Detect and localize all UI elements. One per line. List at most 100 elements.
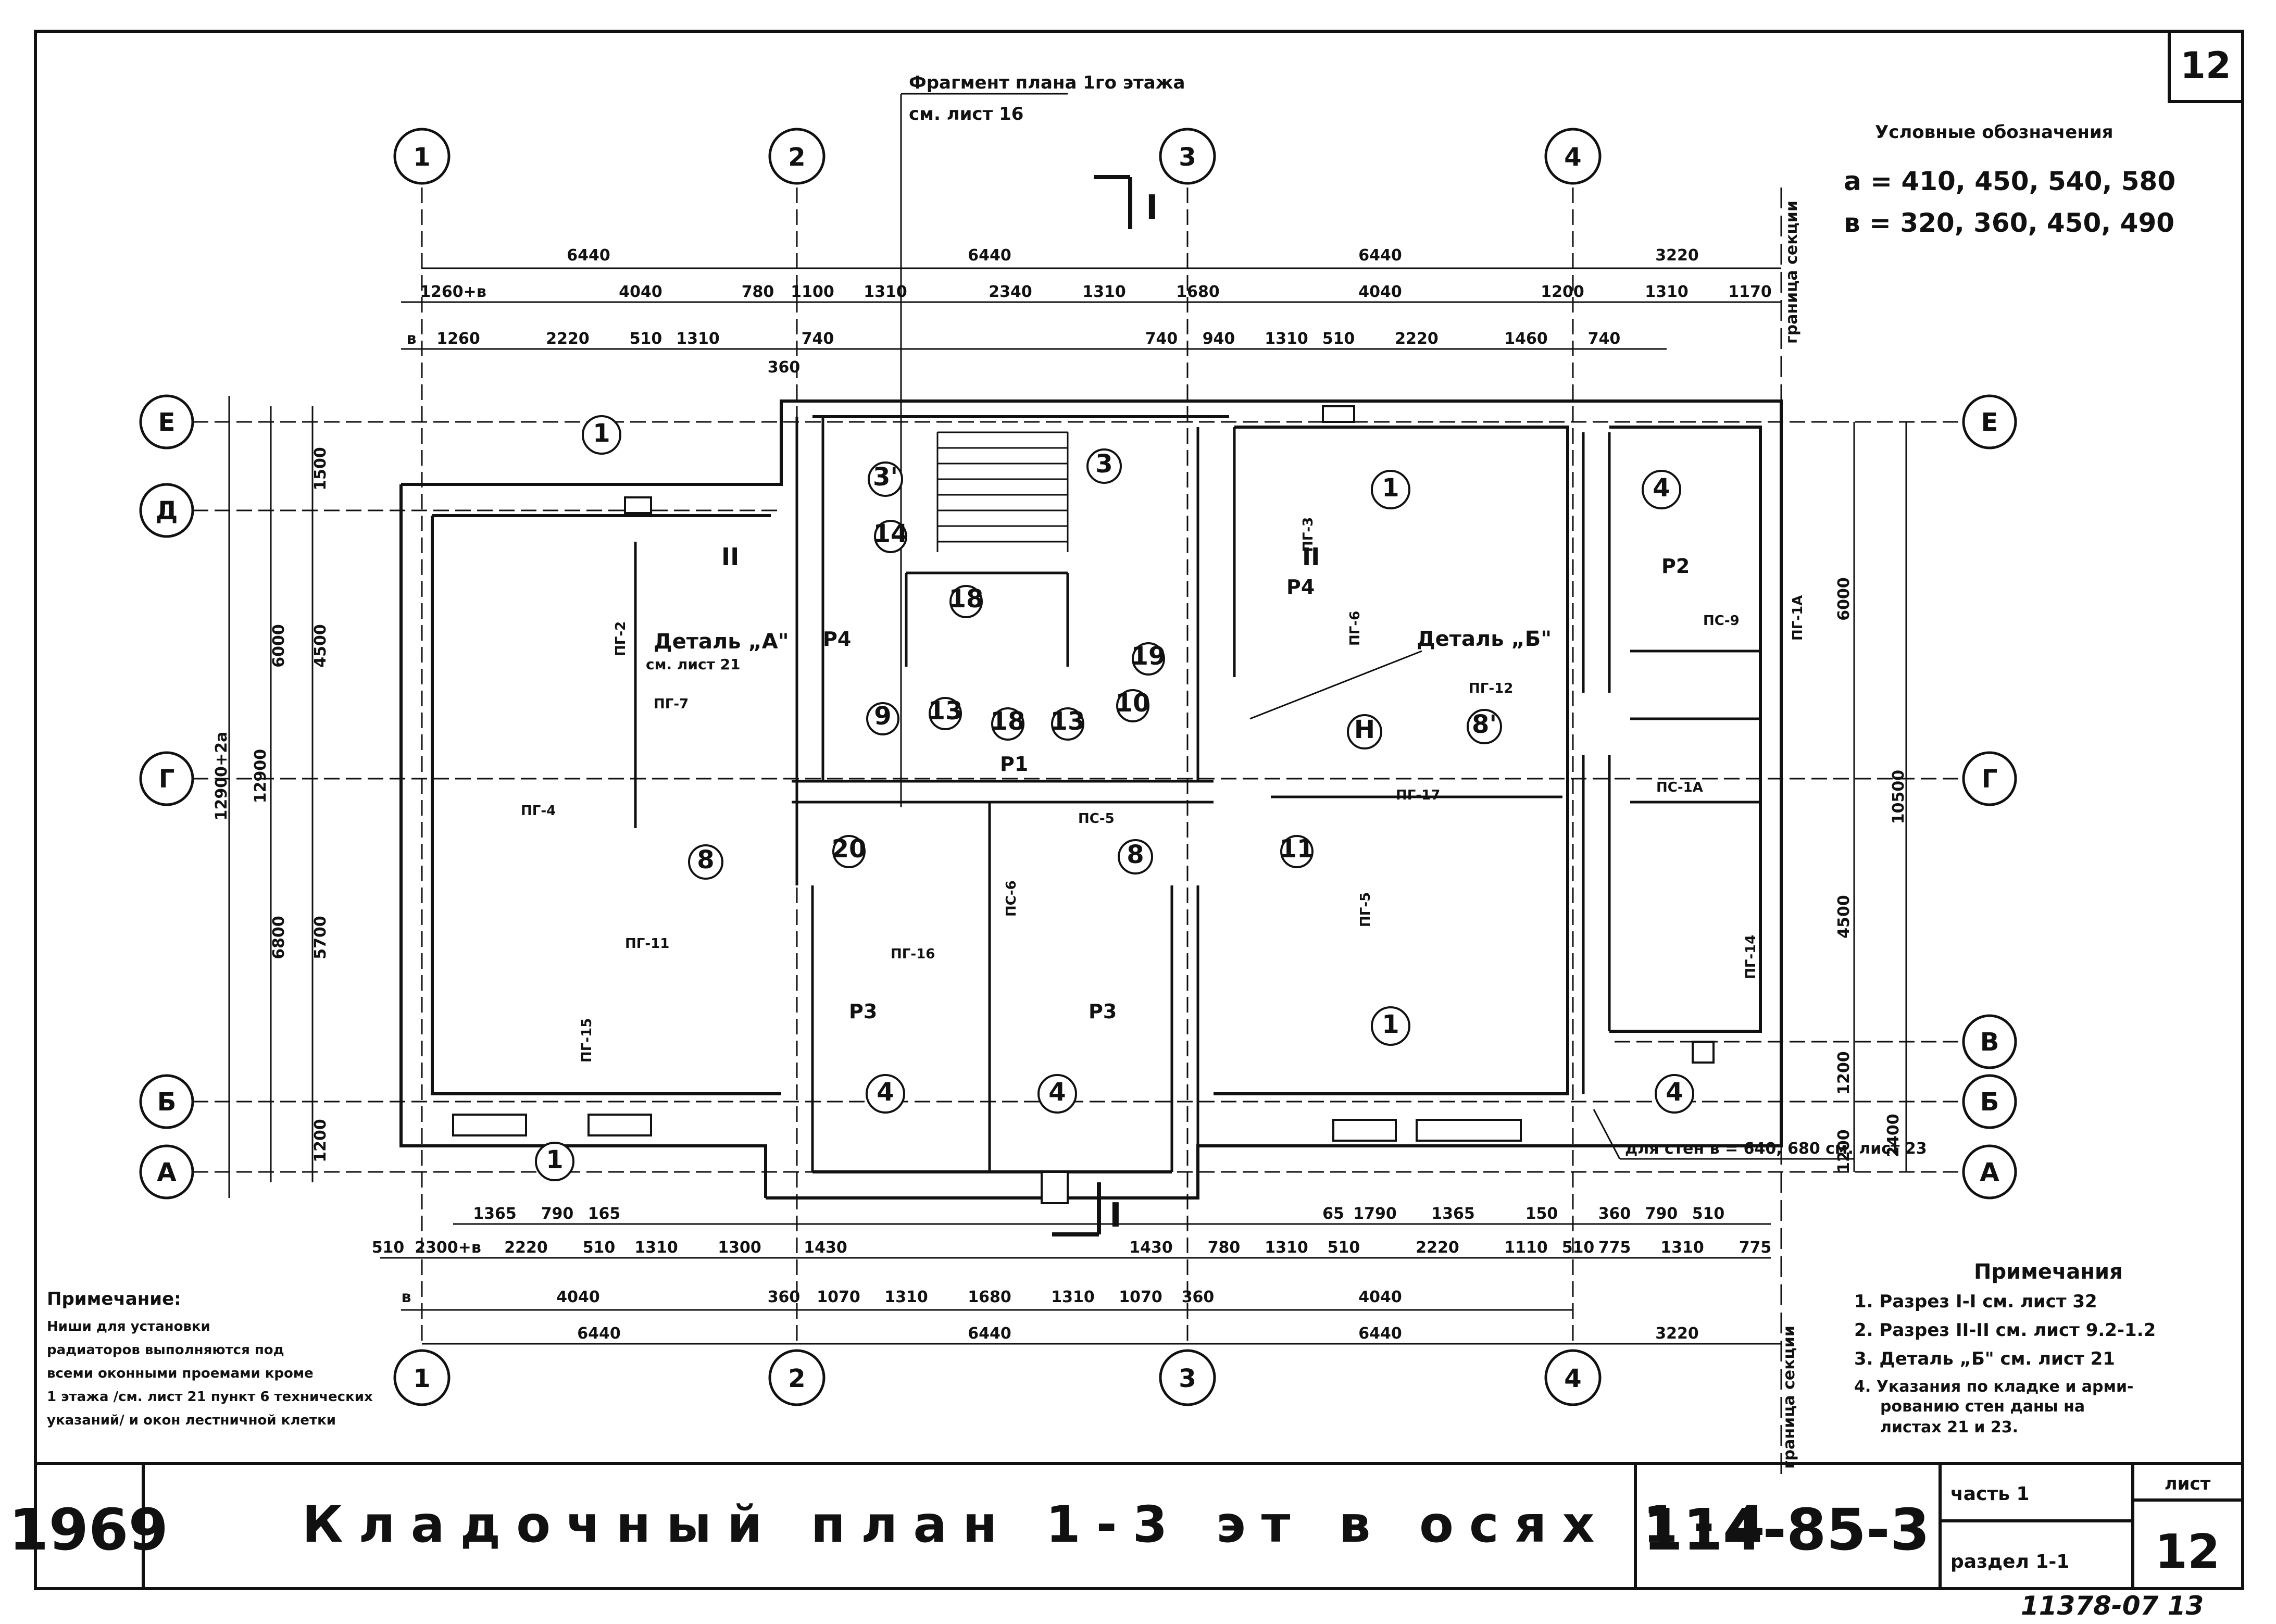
svg-text:4: 4 <box>1048 1078 1066 1107</box>
svg-text:13: 13 <box>928 696 963 726</box>
svg-text:1: 1 <box>1382 1010 1399 1039</box>
svg-text:ПС-5: ПС-5 <box>1078 811 1115 827</box>
svg-text:6440: 6440 <box>1358 1325 1402 1343</box>
svg-text:510: 510 <box>1328 1239 1360 1257</box>
bottom-dimension-labels-2: 510 2300+в 2220 510 1310 1300 1430 1430 … <box>372 1239 1772 1257</box>
svg-text:6440: 6440 <box>1358 246 1402 265</box>
svg-text:ПГ-6: ПГ-6 <box>1347 611 1363 646</box>
svg-text:ПГ-2: ПГ-2 <box>613 621 629 656</box>
room-bubble-1b: 1 <box>1371 470 1410 509</box>
room-bubble-3prime: 3' <box>868 461 903 497</box>
svg-text:1310: 1310 <box>634 1239 678 1257</box>
right-dim-4500: 4500 <box>1835 895 1853 939</box>
svg-text:Р4: Р4 <box>823 628 851 651</box>
room-bubble-4c: 4 <box>1037 1074 1077 1114</box>
svg-text:В: В <box>1980 1028 1999 1057</box>
title-project: 114-85-3 <box>1643 1496 1930 1563</box>
svg-text:1310: 1310 <box>864 283 907 301</box>
svg-text:20: 20 <box>832 834 867 864</box>
svg-text:ПГ-5: ПГ-5 <box>1358 892 1373 927</box>
svg-text:ПГ-12: ПГ-12 <box>1469 681 1513 696</box>
boundary-label-bottom: граница секции <box>1780 1326 1798 1469</box>
svg-text:Е: Е <box>158 408 176 437</box>
left-dim-6800: 6800 <box>270 916 288 959</box>
svg-text:ПГ-16: ПГ-16 <box>891 946 935 962</box>
detail-b-leader <box>1249 650 1422 720</box>
exterior-walls <box>399 399 1783 1200</box>
room-bubble-8a: 8 <box>688 844 723 880</box>
svg-text:1680: 1680 <box>1176 283 1220 301</box>
svg-text:Р1: Р1 <box>1000 753 1028 776</box>
svg-text:1460: 1460 <box>1504 330 1548 348</box>
note-right: Примечания 1. Разрез I-I см. лист 32 2. … <box>1854 1260 2156 1436</box>
svg-text:11: 11 <box>1280 834 1315 864</box>
svg-text:4040: 4040 <box>1358 1288 1402 1306</box>
svg-text:2: 2 <box>788 143 805 172</box>
svg-text:Е: Е <box>1981 408 1998 437</box>
svg-text:1: 1 <box>413 1364 430 1393</box>
svg-text:1310: 1310 <box>1051 1288 1095 1306</box>
svg-text:ПГ-15: ПГ-15 <box>579 1018 595 1063</box>
svg-text:1365: 1365 <box>1431 1205 1475 1223</box>
bottom-axis-bubble-3: 3 <box>1159 1349 1216 1406</box>
section-mark-bottom: I <box>1052 1182 1122 1236</box>
svg-text:2220: 2220 <box>1416 1239 1459 1257</box>
svg-text:1: 1 <box>546 1145 563 1175</box>
title-sheet-label: лист <box>2165 1473 2211 1494</box>
svg-text:Б: Б <box>157 1088 177 1117</box>
svg-text:1365: 1365 <box>473 1205 517 1223</box>
svg-text:1310: 1310 <box>1660 1239 1704 1257</box>
svg-text:780: 780 <box>1208 1239 1241 1257</box>
room-bubble-19: 19 <box>1131 642 1166 676</box>
title-section: раздел 1-1 <box>1950 1551 2069 1572</box>
svg-text:ПГ-7: ПГ-7 <box>654 696 689 712</box>
svg-text:1070: 1070 <box>1119 1288 1162 1306</box>
svg-text:8: 8 <box>1127 840 1144 869</box>
svg-text:19: 19 <box>1131 642 1166 671</box>
svg-text:1310: 1310 <box>884 1288 928 1306</box>
svg-text:2340: 2340 <box>989 283 1032 301</box>
room-bubble-n: Н <box>1347 714 1382 749</box>
svg-text:Р3: Р3 <box>849 1000 877 1023</box>
svg-text:14: 14 <box>873 519 908 548</box>
svg-text:в: в <box>407 330 417 348</box>
room-bubble-4b: 4 <box>866 1074 905 1114</box>
svg-text:ПГ-11: ПГ-11 <box>625 936 669 952</box>
svg-text:1310: 1310 <box>676 330 720 348</box>
svg-text:1260: 1260 <box>436 330 480 348</box>
svg-text:4: 4 <box>1564 1364 1581 1393</box>
boundary-label-top: граница секции <box>1783 201 1801 344</box>
title-block <box>35 1462 2243 1589</box>
svg-text:13: 13 <box>1051 707 1085 736</box>
fragment-ref: см. лист 16 <box>909 104 1023 124</box>
svg-text:1: 1 <box>593 419 610 448</box>
bottom-dimension-labels-3: в 4040 360 1070 1310 1680 1310 1070 360 … <box>402 1288 1402 1306</box>
room-bubble-1a: 1 <box>582 415 621 455</box>
section-ii-left: II <box>721 543 739 571</box>
svg-text:780: 780 <box>742 283 774 301</box>
left-dimension-chains <box>228 396 314 1198</box>
bottom-dimension-labels-4: 6440 6440 6440 3220 <box>577 1325 1699 1343</box>
svg-text:6440: 6440 <box>567 246 610 265</box>
svg-text:1: 1 <box>413 143 430 172</box>
right-axis-bubble-a: А <box>1962 1144 2017 1200</box>
right-axis-bubble-g: Г <box>1962 751 2017 806</box>
section-mark-top: I <box>1094 175 1158 229</box>
title-year: 1969 <box>9 1496 168 1563</box>
svg-text:ПГ-1А: ПГ-1А <box>1790 595 1806 641</box>
svg-text:3: 3 <box>1179 1364 1196 1393</box>
svg-text:ПС-9: ПС-9 <box>1703 613 1740 629</box>
svg-text:360: 360 <box>1598 1205 1631 1223</box>
svg-text:I: I <box>1146 189 1158 227</box>
svg-text:А: А <box>1980 1158 1999 1187</box>
svg-text:18: 18 <box>991 707 1026 736</box>
sheet-number: 12 <box>2180 44 2231 87</box>
svg-text:2220: 2220 <box>1395 330 1439 348</box>
svg-text:Р2: Р2 <box>1661 555 1690 578</box>
room-bubble-4a: 4 <box>1642 470 1681 509</box>
svg-text:510: 510 <box>630 330 662 348</box>
svg-text:3': 3' <box>873 463 898 492</box>
room-bubble-18b: 18 <box>991 707 1026 741</box>
archive-stamp: 11378-07 13 <box>2021 1591 2204 1621</box>
